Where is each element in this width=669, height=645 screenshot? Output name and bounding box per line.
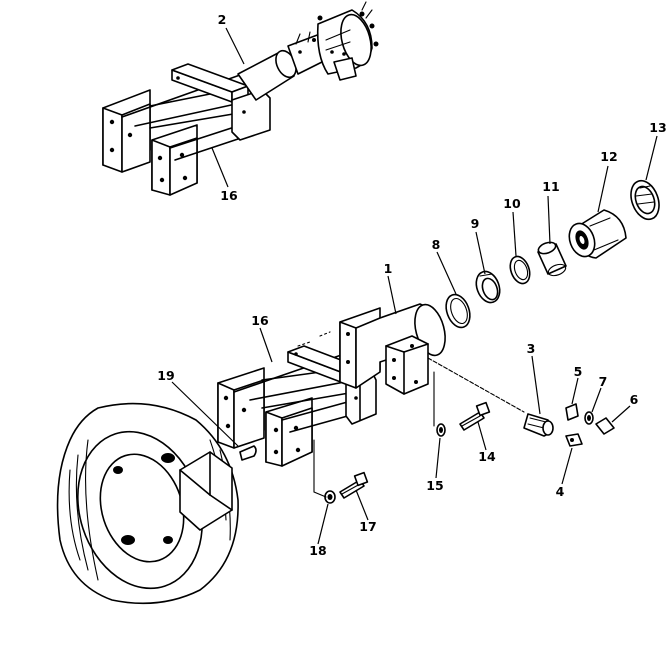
seal-ring-8: [445, 293, 471, 329]
callout-3: 3: [527, 341, 536, 356]
callout-16-upper: 16: [220, 188, 238, 203]
bolt-14: [459, 401, 491, 431]
callout-18: 18: [309, 543, 326, 558]
callout-8: 8: [432, 237, 441, 252]
callout-14: 14: [478, 449, 496, 464]
valve-3: [523, 413, 554, 437]
bolt-19: [239, 445, 257, 461]
packing-9: [475, 270, 501, 304]
recoil-cylinder-housing: [339, 303, 446, 395]
callout-16-lower: 16: [251, 313, 269, 328]
bolt-6: [595, 417, 615, 435]
callout-17: 17: [359, 519, 376, 534]
callout-15: 15: [426, 478, 443, 493]
callout-2: 2: [218, 12, 227, 27]
fitting-4: [565, 433, 583, 447]
callout-4: 4: [556, 484, 565, 499]
idler-wheel: [56, 402, 239, 605]
callout-5: 5: [574, 364, 583, 379]
callout-11: 11: [542, 179, 559, 194]
ring-10: [509, 255, 531, 285]
callout-7: 7: [599, 374, 608, 389]
callout-13: 13: [649, 120, 666, 135]
callout-1: 1: [384, 261, 393, 276]
center-lines: [297, 331, 525, 498]
callout-10: 10: [503, 196, 521, 211]
plate-5: [565, 403, 579, 421]
callout-19: 19: [157, 368, 174, 383]
washer-15: [436, 423, 446, 437]
upper-yoke-frame: [102, 63, 271, 196]
bushing-11: [537, 241, 567, 277]
callout-12: 12: [600, 149, 617, 164]
upper-recoil-cylinder: [237, 1, 379, 101]
callout-6: 6: [630, 392, 639, 407]
piston-12: [568, 209, 627, 259]
leader-lines: [171, 27, 658, 545]
upper-assembly: [102, 1, 379, 196]
lower-yoke-frame: [217, 345, 377, 467]
callout-9: 9: [471, 216, 480, 231]
seal-13: [630, 179, 660, 221]
washer-7: [584, 411, 594, 425]
bolt-17: [339, 471, 369, 499]
callout-labels: 2 16 1 8 9 10 11 12 13 16 19 3 5 7 6 4 1…: [157, 12, 666, 558]
